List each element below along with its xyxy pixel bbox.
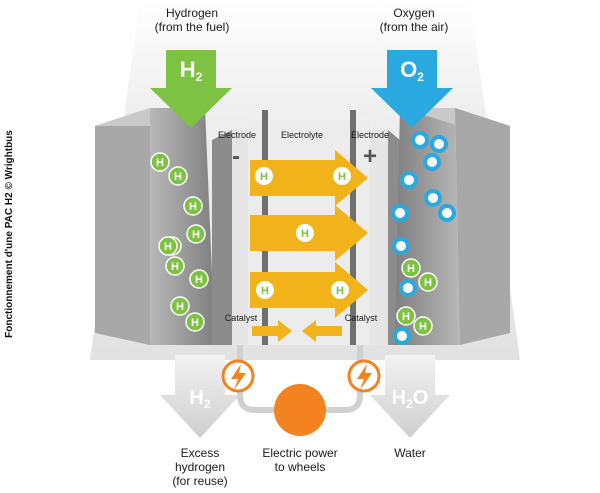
oxygen-particle: [399, 279, 417, 297]
plus-sign: +: [362, 143, 377, 170]
electrolyte-label: Electrolyte: [280, 130, 324, 140]
oxygen-particle: [392, 237, 410, 255]
electrode-right-label: Electrode: [350, 130, 390, 140]
hydrogen-particle: H: [168, 166, 188, 186]
hydrogen-particle: H: [150, 152, 170, 172]
oxygen-input-arrow: O2: [371, 50, 453, 128]
svg-text:H: H: [260, 171, 268, 183]
left-electrode-plate: [212, 130, 232, 345]
right-electrode-face: [370, 130, 388, 345]
h2o-output-formula: H2O: [392, 387, 429, 411]
hydrogen-particle: H: [186, 224, 206, 244]
hydrogen-particle: H: [165, 256, 185, 276]
hydrogen-input-arrow: H2: [150, 50, 232, 128]
right-outer-block: [455, 108, 510, 345]
catalyst-left-label: Catalyst: [224, 313, 258, 323]
electric-motor-circle: [274, 384, 326, 436]
hydrogen-particle: H: [189, 269, 209, 289]
hydrogen-particle: H: [185, 312, 205, 332]
svg-text:H: H: [424, 277, 432, 289]
svg-text:H: H: [192, 229, 200, 241]
hydrogen-particle: H: [396, 306, 416, 326]
left-outer-block: [95, 108, 150, 345]
svg-text:H: H: [261, 285, 269, 297]
left-electrode-face: [232, 130, 248, 345]
hydrogen-particle: H: [296, 224, 314, 242]
oxygen-particle: [393, 327, 411, 345]
hydrogen-particle: H: [256, 281, 274, 299]
catalyst-arrow-left: [302, 320, 342, 342]
hydrogen-input-label: Hydrogen (from the fuel): [154, 6, 230, 34]
side-caption: Fonctionnement d'une PAC H2 © Wrightbus: [4, 130, 15, 338]
svg-text:H: H: [402, 311, 410, 323]
h2-input-formula: H2: [180, 57, 203, 84]
svg-text:H: H: [156, 157, 164, 169]
electrode-left-label: Electrode: [217, 130, 257, 140]
svg-text:H: H: [189, 201, 197, 213]
oxygen-particle: [391, 204, 409, 222]
excess-hydrogen-label: Excess hydrogen (for reuse): [172, 446, 228, 488]
oxygen-input-label: Oxygen (from the air): [379, 6, 449, 34]
oxygen-particle: [423, 153, 441, 171]
electric-power-label: Electric power to wheels: [262, 446, 338, 474]
hydrogen-particle: H: [418, 272, 438, 292]
svg-text:H: H: [419, 321, 427, 333]
svg-text:H: H: [164, 241, 172, 253]
hydrogen-particle: H: [255, 167, 273, 185]
water-outflow: H2O: [370, 355, 450, 438]
minus-sign: -: [232, 143, 240, 170]
svg-text:H: H: [171, 261, 179, 273]
oxygen-particle: [424, 189, 442, 207]
svg-text:H: H: [191, 317, 199, 329]
svg-text:H: H: [301, 228, 309, 240]
oxygen-particle: [411, 131, 429, 149]
svg-text:H: H: [195, 274, 203, 286]
svg-text:H: H: [407, 263, 415, 275]
hydrogen-particle: H: [170, 296, 190, 316]
catalyst-arrow-right: [252, 320, 292, 342]
hydrogen-particle: H: [401, 258, 421, 278]
water-label: Water: [394, 446, 426, 460]
hydrogen-particle: H: [333, 167, 351, 185]
o2-input-formula: O2: [400, 57, 424, 84]
hydrogen-particle: H: [413, 316, 433, 336]
svg-text:H: H: [174, 171, 182, 183]
electrolyte-top: [248, 100, 370, 120]
hydrogen-particle: H: [331, 281, 349, 299]
hydrogen-particle: H: [158, 236, 178, 256]
oxygen-particle: [438, 204, 456, 222]
svg-text:H: H: [176, 301, 184, 313]
excess-hydrogen-outflow: H2: [160, 355, 240, 438]
left-bolt-icon: [221, 359, 255, 393]
circuit-wire: [237, 345, 363, 413]
proton-arrow-1: [250, 150, 368, 206]
h2-output-formula: H2: [189, 387, 210, 411]
svg-text:H: H: [336, 285, 344, 297]
right-bolt-icon: [347, 359, 381, 393]
hydrogen-particle: H: [183, 196, 203, 216]
svg-text:H: H: [338, 171, 346, 183]
oxygen-particle: [430, 135, 448, 153]
oxygen-particle: [400, 171, 418, 189]
proton-arrow-3: [250, 262, 368, 318]
catalyst-right-label: Catalyst: [344, 313, 378, 323]
